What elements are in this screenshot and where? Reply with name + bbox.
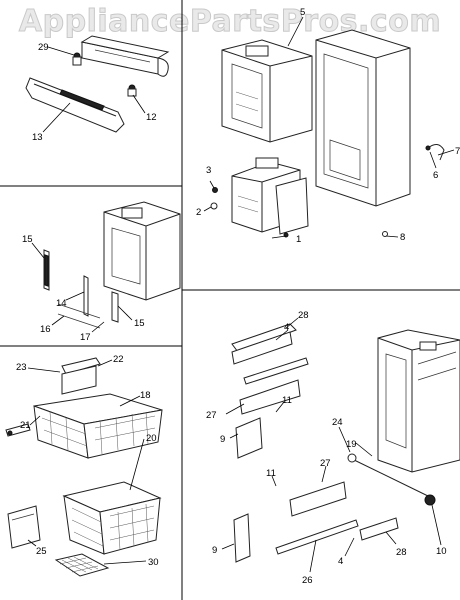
bottom-grille bbox=[54, 553, 110, 577]
callout-28-top: 28 bbox=[298, 310, 309, 321]
callout-18: 18 bbox=[140, 390, 151, 401]
callout-labels: 29 13 12 5 7 6 3 2 1 8 15 14 16 17 15 23… bbox=[16, 7, 460, 586]
callout-8: 8 bbox=[400, 232, 405, 243]
callout-29: 29 bbox=[38, 42, 49, 53]
cabinet-liner bbox=[315, 29, 411, 207]
callout-15-bottom: 15 bbox=[134, 318, 145, 329]
callout-20: 20 bbox=[146, 433, 157, 444]
callout-22: 22 bbox=[113, 354, 124, 365]
callout-25: 25 bbox=[36, 546, 47, 557]
callout-7: 7 bbox=[455, 146, 460, 157]
callout-16: 16 bbox=[40, 324, 51, 335]
callout-17: 17 bbox=[80, 332, 91, 343]
callout-23: 23 bbox=[16, 362, 27, 373]
leader-lines bbox=[27, 16, 455, 573]
cabinet-lower-view bbox=[377, 329, 460, 473]
callout-27-left: 27 bbox=[206, 410, 217, 421]
wire-basket-lower bbox=[62, 481, 162, 555]
callout-11-lower: 11 bbox=[266, 468, 276, 479]
basket-bracket-upper bbox=[61, 357, 101, 395]
fresh-food-compartment bbox=[103, 201, 181, 301]
callout-4-bottom: 4 bbox=[338, 556, 343, 567]
callout-12: 12 bbox=[146, 112, 157, 123]
callout-4-top: 4 bbox=[284, 322, 289, 333]
callout-2: 2 bbox=[196, 207, 201, 218]
callout-11-upper: 11 bbox=[282, 395, 292, 406]
callout-9-lower: 9 bbox=[212, 545, 217, 556]
basket-slide bbox=[5, 423, 31, 437]
callout-13: 13 bbox=[32, 132, 43, 143]
handle-trim bbox=[25, 77, 125, 133]
callout-1: 1 bbox=[296, 234, 301, 245]
callout-24: 24 bbox=[332, 417, 343, 428]
bracket-assembly bbox=[72, 35, 170, 97]
callout-10: 10 bbox=[436, 546, 447, 557]
callout-26: 26 bbox=[302, 575, 313, 586]
crisper-housing bbox=[231, 157, 309, 235]
callout-30: 30 bbox=[148, 557, 159, 568]
divider-panel bbox=[7, 505, 41, 549]
trim-strips bbox=[43, 249, 119, 329]
freezer-compartment bbox=[221, 39, 313, 143]
hardware-items bbox=[210, 144, 445, 238]
callout-3: 3 bbox=[206, 165, 211, 176]
callout-27-right: 27 bbox=[320, 458, 331, 469]
wire-basket-upper bbox=[33, 393, 163, 459]
callout-15-top: 15 bbox=[22, 234, 33, 245]
callout-19: 19 bbox=[346, 439, 357, 450]
rail-assemblies bbox=[231, 323, 436, 563]
callout-28-bottom: 28 bbox=[396, 547, 407, 558]
callout-9-upper: 9 bbox=[220, 434, 225, 445]
callout-14: 14 bbox=[56, 298, 67, 309]
callout-6: 6 bbox=[433, 170, 438, 181]
callout-21: 21 bbox=[20, 420, 31, 431]
callout-5: 5 bbox=[300, 7, 305, 18]
